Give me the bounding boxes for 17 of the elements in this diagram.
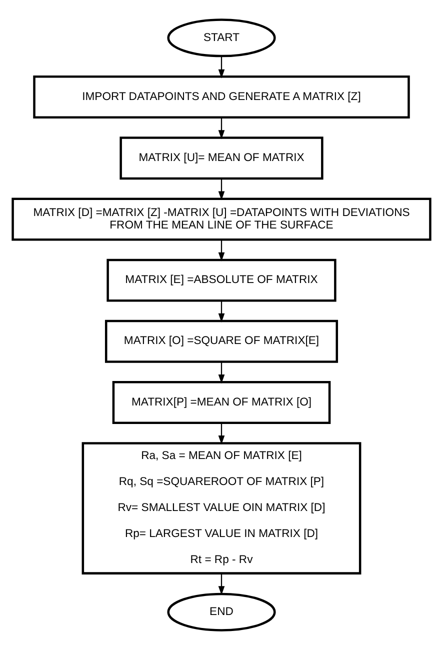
node-box: MATRIX [U]= MEAN OF MATRIX xyxy=(120,136,324,180)
arrow xyxy=(218,362,225,384)
arrow xyxy=(218,423,225,445)
node-box: IMPORT DATAPOINTS AND GENERATE A MATRIX [Z] xyxy=(33,76,410,119)
node-ellipse: END xyxy=(167,592,276,632)
arrow xyxy=(218,117,225,140)
node-ellipse: START xyxy=(167,18,276,58)
arrow xyxy=(218,300,225,322)
arrow xyxy=(218,178,225,200)
node-box: MATRIX [D] =MATRIX [Z] -MATRIX [U] =DATAPOINTS WITH DEVIATIONS FROM THE MEAN LINE OF THE SURFACE xyxy=(12,198,432,241)
node-box: MATRIX [E] =ABSOLUTE OF MATRIX xyxy=(106,258,336,302)
arrow xyxy=(218,56,225,78)
arrow xyxy=(218,573,225,596)
node-box: MATRIX[P] =MEAN OF MATRIX [O] xyxy=(112,381,331,424)
node-box: MATRIX [O] =SQUARE OF MATRIX[E] xyxy=(104,320,338,363)
arrow xyxy=(218,240,225,262)
node-box: Ra, Sa = MEAN OF MATRIX [E] Rq, Sq =SQUAREROOT OF MATRIX [P] Rv= SMALLEST VALUE OIN MATRIX [D] Rp= LARGEST VALUE IN MATRIX [D] Rt = Rp - Rv xyxy=(82,442,362,574)
